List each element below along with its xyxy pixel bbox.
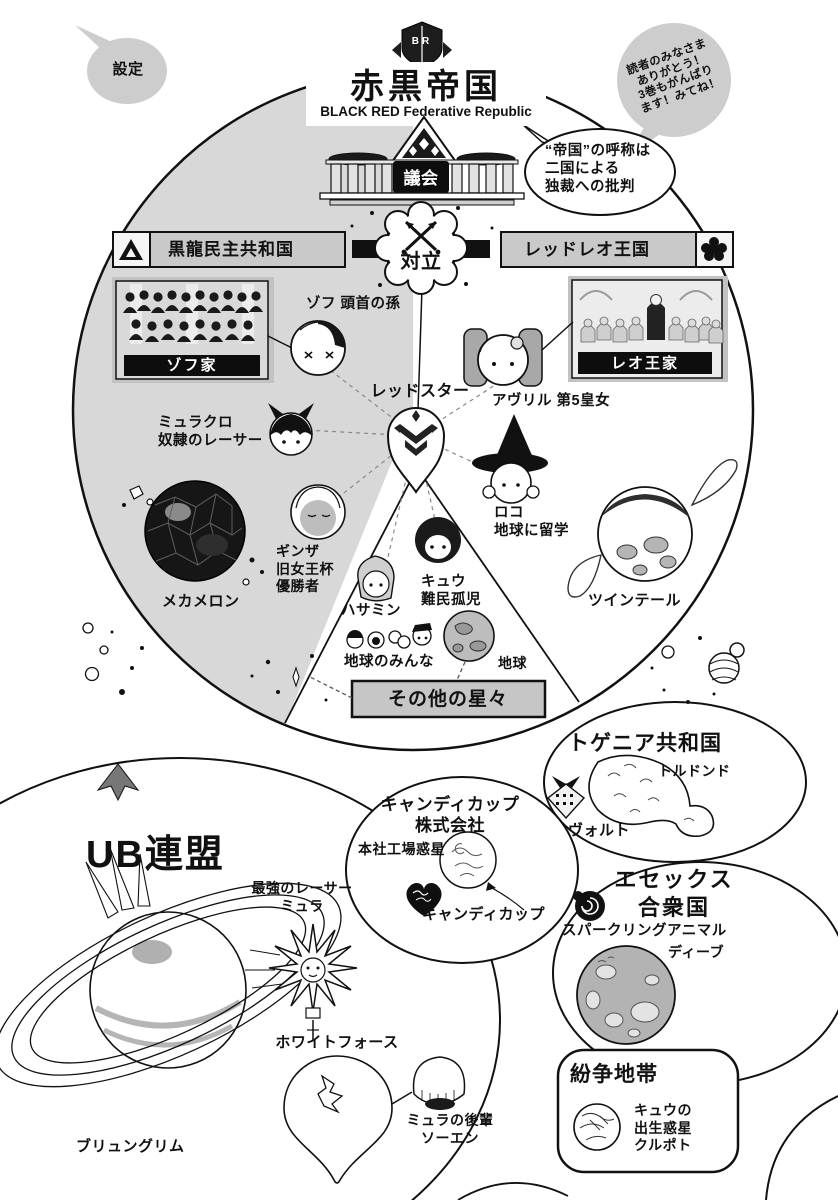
ginza-face [290,484,346,540]
zoff-family-caption: ゾフ家 [166,357,218,374]
earth-box-dash [456,661,466,681]
loco-label: ロコ 地球に留学 [494,505,569,540]
kurupoto-planet [573,1103,621,1151]
settings-bubble: 設定 [112,61,144,78]
myurakuro-face [268,403,314,456]
settings-bubble-shape [75,25,167,104]
conflict-redstar-line [417,287,423,411]
zoff-face [290,320,346,376]
white-force-bubble [283,1055,413,1184]
bryungrim-label: ブリュングリム [76,1138,185,1155]
tordondo-label: トルドンド [658,763,731,779]
left-nation-label: 黒龍民主共和国 [168,240,294,259]
conflict-label: 対立 [400,251,442,273]
earth-people-icons [346,623,432,649]
sparkling-animal-label: スパークリングアニマル [562,923,727,939]
hasamin-face [357,555,395,602]
leo-photo-line [541,321,574,351]
volt-label: ヴォルト [568,822,631,839]
right-nation-label: レッドレオ王国 [524,240,650,259]
candycup-title: キャンディカップ 株式会社 [380,795,520,836]
white-force-bird-icon [317,1074,344,1114]
soen-label: ミュラの後輩 ソーエン [406,1112,494,1146]
deeb-planet [576,945,676,1045]
soen-character [412,1056,466,1110]
earth-planet [443,610,495,662]
avril-label: アヴリル 第5皇女 [492,393,611,409]
conflict-zone-title: 紛争地帯 [570,1063,658,1086]
parliament-building [319,115,525,206]
conflict-dots [350,206,494,287]
right-nation-banner [500,231,734,268]
tordondo-planet [588,754,715,838]
red-star-emblem [386,407,446,494]
leo-family-photo [568,276,728,382]
white-force-label: ホワイトフォース [275,1034,399,1051]
essex-title: エセックス 合衆国 [614,867,734,920]
title-box [306,62,546,126]
empire-note-bubble-shape [521,123,676,216]
br-badge-label: BR [411,36,433,47]
zoff-family-photo [112,277,274,383]
hasamin-label: ハサミン [341,603,401,619]
other-stars-label: その他の星々 [387,689,509,710]
kyuu-face [415,517,461,563]
kurupoto-label: キュウの 出生惑星 クルポト [634,1102,692,1153]
ginza-label: ギンザ 旧女王杯 優勝者 [276,543,334,594]
loco-face [472,414,548,504]
box-stars-dash [307,675,353,699]
factory-balloon-planet [439,831,525,911]
empire-subtitle: BLACK RED Federative Republic [320,104,532,119]
left-nation-banner [112,231,346,268]
earth-label: 地球 [498,655,527,671]
mekamelon-planet [144,480,246,582]
earth-people-label: 地球のみんな [344,654,434,670]
bottom-blob-arc [457,1182,569,1200]
kyuu-label: キュウ 難民孤児 [421,574,481,609]
candycup-heart-logo [406,883,442,916]
deeb-label: ディーブ [668,944,725,960]
empire-title: 赤黒帝国 [350,68,502,106]
twintail-planet [567,459,738,598]
parliament-label: 議会 [403,169,439,188]
snail-planet [650,636,745,704]
mekamelon-rocks [122,485,264,586]
zoff-label: ゾフ 頭首の孫 [306,296,401,312]
togenia-title: トゲニア共和国 [568,732,722,755]
myurakuro-label: ミュラクロ 奴隷のレーサー [158,415,263,450]
leo-family-caption: レオ王家 [610,355,680,372]
mekamelon-label: メカメロン [162,593,240,610]
candycup-logo-label: キャンディカップ [422,906,545,923]
twintail-label: ツインテール [588,592,682,609]
factory-planet-label: 本社工場惑星 [358,841,445,857]
ub-league-title: UB連盟 [86,834,225,876]
myura-character [245,923,358,1040]
bryungrim-planet [0,847,342,1088]
sparkling-animal-icon [573,891,605,921]
corner-blob-arc [765,1095,838,1200]
empire-note-bubble: “帝国”の呼称は 二国による 独裁への批判 [545,143,651,196]
red-star-label: レッドスター [370,383,470,400]
crossed-swords-icon [401,220,441,255]
ub-bird-emblem [96,763,140,802]
volt-icon [546,776,586,820]
avril-face [463,328,543,387]
other-stars-box [350,679,547,719]
myura-label: 最強のレーサー ミュラ [251,880,353,914]
debris-bottom-left [82,622,144,695]
sparkle-cluster [250,654,328,702]
conflict-cloud [374,201,468,295]
